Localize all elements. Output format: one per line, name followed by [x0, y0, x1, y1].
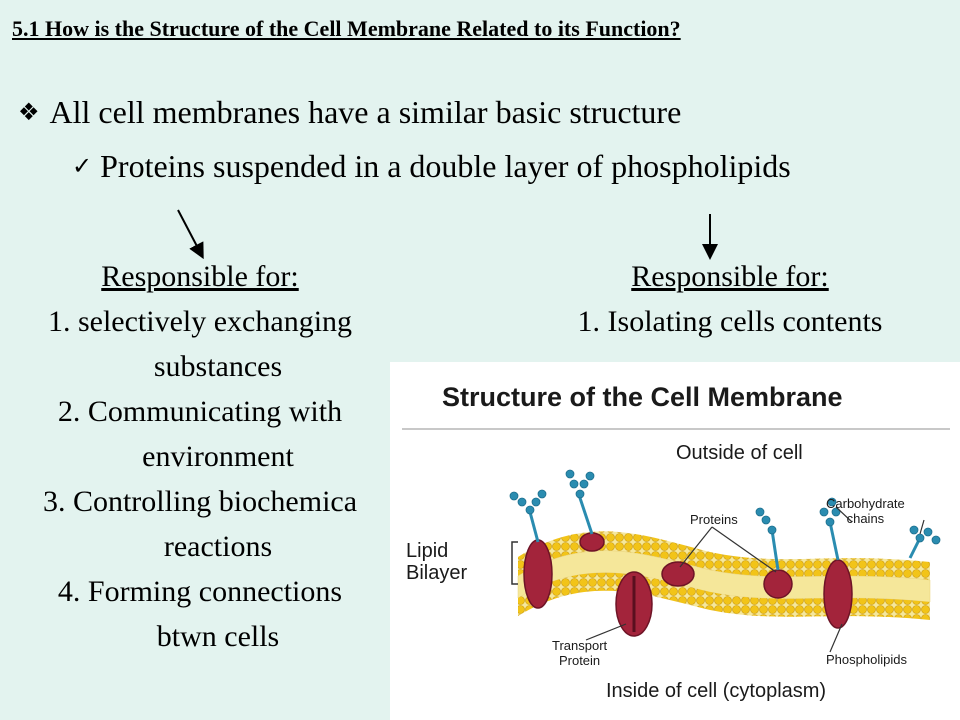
- lipid-label-line2: Bilayer: [406, 562, 468, 584]
- lipid-label-line1: Lipid: [406, 540, 449, 562]
- outside-cell-label: Outside of cell: [676, 442, 803, 464]
- lipid-label: Lipid Bilayer: [406, 540, 467, 584]
- left-item-2: 2. Communicating with: [57, 395, 343, 428]
- carbohydrate-label-line1: Carbohydrate: [826, 496, 905, 511]
- protein-peripheral-top: [579, 532, 605, 552]
- left-item-2-cont: environment: [142, 440, 294, 473]
- carbohydrate-chain-2: [565, 469, 595, 535]
- phospholipids-label: Phospholipids: [826, 652, 907, 667]
- left-item-1-cont: substances: [153, 350, 283, 383]
- diagram-title: Structure of the Cell Membrane: [442, 382, 843, 412]
- carbohydrate-chain-3: [755, 507, 780, 571]
- main-bullet: ❖ All cell membranes have a similar basic…: [18, 94, 681, 131]
- carbohydrate-chain-4: [819, 497, 841, 561]
- protein-left: [523, 539, 553, 609]
- membrane-illustration: [509, 469, 941, 653]
- bilayer-top-heads: [518, 531, 930, 580]
- lipid-bilayer-bracket: [511, 541, 518, 585]
- protein-right: [823, 559, 853, 629]
- left-item-4-cont: btwn cells: [156, 620, 280, 653]
- left-item-4: 4. Forming connections: [57, 575, 343, 608]
- right-column: Responsible for: 1. Isolating cells cont…: [520, 254, 940, 344]
- left-item-3-cont: reactions: [163, 530, 273, 563]
- sub-bullet-text: Proteins suspended in a double layer of …: [100, 148, 791, 184]
- sub-bullet: ✓Proteins suspended in a double layer of…: [72, 148, 791, 185]
- transport-protein-label: Transport Protein: [552, 638, 607, 668]
- diamond-bullet-icon: ❖: [18, 98, 40, 126]
- left-column-heading: Responsible for:: [101, 260, 299, 293]
- right-column-heading: Responsible for:: [631, 260, 829, 293]
- protein-center: [763, 569, 793, 599]
- carbohydrate-chain-1: [509, 489, 547, 543]
- inside-cell-label: Inside of cell (cytoplasm): [606, 680, 827, 702]
- carbohydrate-chain-5: [908, 525, 941, 559]
- slide-title: 5.1 How is the Structure of the Cell Mem…: [12, 16, 681, 41]
- main-bullet-text: All cell membranes have a similar basic …: [49, 94, 682, 130]
- arrow-to-proteins: [177, 209, 204, 260]
- right-item-1: 1. Isolating cells contents: [577, 305, 883, 338]
- carbohydrate-label: Carbohydrate chains: [826, 496, 905, 526]
- transport-label-line1: Transport: [552, 638, 608, 653]
- cell-membrane-diagram: Structure of the Cell Membrane: [390, 362, 960, 720]
- left-column: Responsible for: 1. selectively exchangi…: [0, 254, 400, 659]
- checkmark-icon: ✓: [72, 152, 93, 180]
- carbohydrate-label-line2: chains: [846, 511, 885, 526]
- label-leader-lines: [585, 506, 925, 653]
- protein-center-bump: [661, 561, 695, 587]
- left-item-1: 1. selectively exchanging: [47, 305, 353, 338]
- transport-label-line2: Protein: [558, 653, 601, 668]
- proteins-label: Proteins: [690, 512, 738, 527]
- diagram-divider: [402, 428, 950, 430]
- left-item-3: 3. Controlling biochemica: [42, 485, 358, 518]
